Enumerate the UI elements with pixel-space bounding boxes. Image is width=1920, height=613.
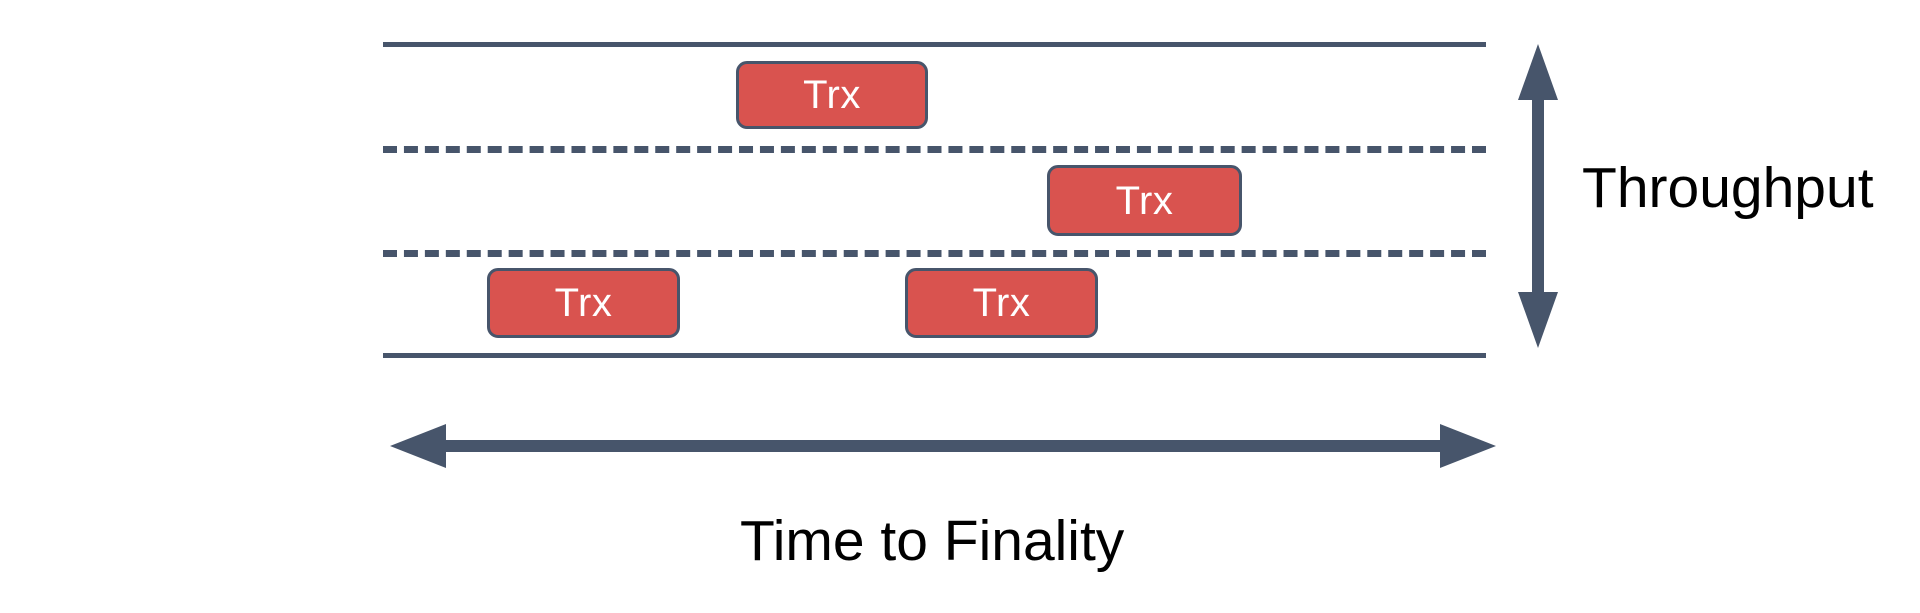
lane-divider-line-1 [383,146,1486,153]
time-double-arrow-icon [390,418,1496,474]
transaction-box[interactable]: Trx [736,61,928,129]
throughput-axis-caption: Throughput [1582,156,1874,220]
lane-divider-line-2 [383,250,1486,257]
transaction-label: Trx [554,281,613,325]
transaction-box[interactable]: Trx [905,268,1098,338]
transaction-box[interactable]: Trx [1047,165,1242,236]
transaction-label: Trx [972,281,1031,325]
transaction-box[interactable]: Trx [487,268,680,338]
transaction-label: Trx [1115,178,1174,223]
transaction-label: Trx [803,73,861,117]
throughput-double-arrow-icon [1512,44,1564,348]
lane-top-boundary-line [383,42,1486,47]
time-to-finality-axis-caption: Time to Finality [740,509,1125,573]
lane-bottom-boundary-line [383,353,1486,358]
